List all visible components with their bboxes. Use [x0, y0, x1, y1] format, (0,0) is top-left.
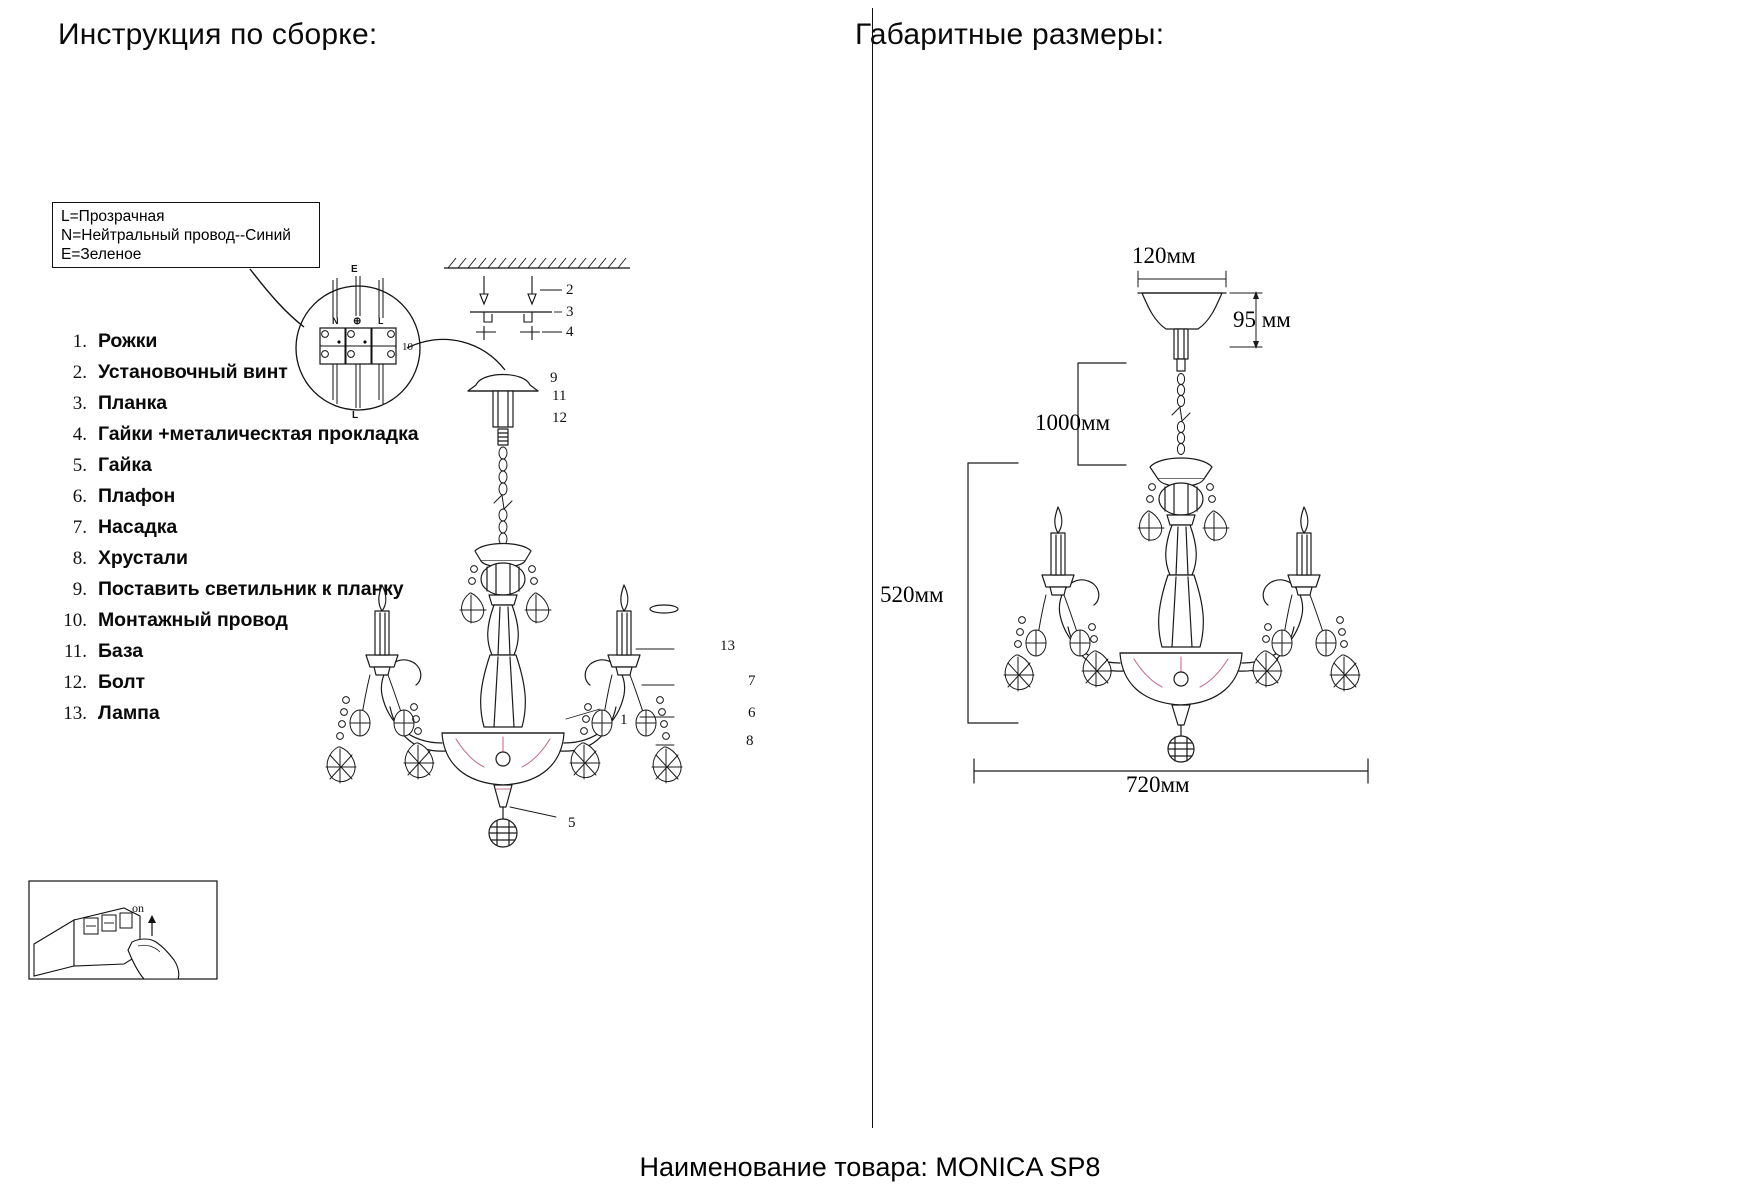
part-label: Планка [98, 392, 168, 414]
panel-divider [872, 8, 873, 1128]
part-label: Болт [98, 671, 145, 693]
part-item-13: 13. Лампа [58, 702, 478, 733]
part-number: 6. [72, 486, 87, 507]
dimension-label-body-width: 720мм [1126, 772, 1190, 797]
part-item-7: 7. Насадка [58, 516, 478, 547]
callout-3: 3 [566, 304, 574, 320]
callout-12: 12 [552, 410, 567, 426]
callout-11: 11 [552, 388, 567, 404]
callout-13: 13 [720, 638, 735, 654]
wiring-legend-box: L=Прозрачная N=Нейтральный провод--Синий… [52, 202, 320, 268]
svg-text:⊕: ⊕ [353, 316, 361, 327]
callout-7: 7 [748, 673, 756, 689]
part-label: Хрустали [98, 547, 188, 569]
part-label: Гайка [98, 454, 152, 476]
ceiling-fixing-detail [444, 257, 630, 340]
parts-list: 1. Рожки 2. Установочный винт 3. Планка … [58, 330, 478, 733]
part-item-6: 6. Плафон [58, 485, 478, 516]
page-title-assembly: Инструкция по сборке: [58, 18, 378, 51]
part-item-11: 11. База [58, 640, 478, 671]
part-number: 3. [72, 393, 87, 414]
part-label: Насадка [98, 516, 178, 538]
svg-text:L: L [352, 410, 358, 421]
legend-line-E: E=Зеленое [61, 246, 142, 263]
part-label: Рожки [98, 330, 158, 352]
part-number: 12. [63, 672, 87, 693]
part-number: 11. [63, 641, 87, 662]
product-name-title: Наименование товара: MONICA SP8 [639, 1152, 1101, 1182]
dimension-label-drop-height: 1000мм [1035, 410, 1111, 435]
dimension-label-canopy-height: 95 мм [1233, 307, 1291, 332]
part-label: Плафон [98, 485, 176, 507]
part-label: Поставить светильник к планку [98, 578, 404, 600]
callout-4: 4 [566, 324, 574, 340]
mounting-wire-path [406, 338, 506, 371]
part-item-3: 3. Планка [58, 392, 478, 423]
part-item-1: 1. Рожки [58, 330, 478, 361]
terminal-block-detail: N ⊕ L E L 10 [295, 264, 421, 421]
part-item-12: 12. Болт [58, 671, 478, 702]
legend-line-N: N=Нейтральный провод--Синий [61, 227, 291, 244]
callout-2: 2 [566, 282, 574, 298]
part-label: Монтажный провод [98, 609, 288, 631]
part-item-5: 5. Гайка [58, 454, 478, 485]
part-item-10: 10. Монтажный провод [58, 609, 478, 640]
chandelier-assembly-figure [325, 374, 683, 848]
part-number: 7. [72, 517, 87, 538]
part-number: 8. [72, 548, 87, 569]
switch-on-label: on [132, 901, 144, 915]
part-number: 4. [72, 424, 87, 445]
callout-9: 9 [550, 370, 558, 386]
part-number: 5. [72, 455, 87, 476]
part-label: Установочный винт [98, 361, 288, 383]
svg-text:N: N [332, 316, 339, 326]
part-number: 10. [63, 610, 87, 631]
wall-switch-figure: on [28, 880, 218, 980]
part-number: 2. [72, 362, 87, 383]
part-item-4: 4. Гайки +металическтая прокладка [58, 423, 478, 454]
callout-5: 5 [568, 815, 576, 831]
part-label: Лампа [98, 702, 160, 724]
part-number: 1. [72, 331, 87, 352]
part-item-8: 8. Хрустали [58, 547, 478, 578]
dimension-drawing-figure [967, 270, 1369, 784]
part-item-2: 2. Установочный винт [58, 361, 478, 392]
part-label: База [98, 640, 143, 662]
callout-6: 6 [748, 705, 756, 721]
legend-leader-line [249, 268, 305, 328]
part-label: Гайки +металическтая прокладка [98, 423, 419, 445]
dimension-label-body-height: 520мм [880, 582, 944, 607]
callout-1: 1 [620, 712, 628, 728]
svg-text:L: L [378, 316, 384, 326]
page-title-dimensions: Габаритные размеры: [855, 18, 1165, 51]
legend-line-L: L=Прозрачная [61, 208, 165, 225]
part-item-9: 9. Поставить светильник к планку [58, 578, 478, 609]
part-number: 13. [63, 703, 87, 724]
part-number: 9. [72, 579, 87, 600]
dimension-label-canopy-width: 120мм [1132, 243, 1196, 268]
svg-text:E: E [351, 264, 358, 275]
callout-8: 8 [746, 733, 754, 749]
